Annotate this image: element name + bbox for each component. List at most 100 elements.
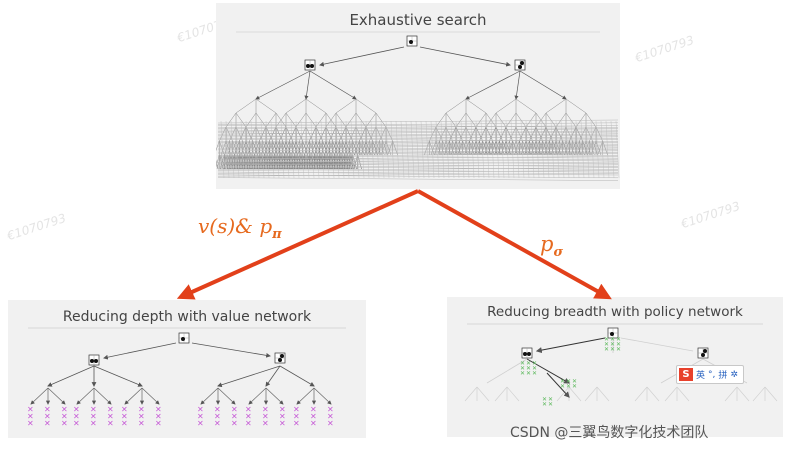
tree-edge xyxy=(429,140,435,156)
tree-edge xyxy=(315,154,320,170)
tree-edge xyxy=(449,126,457,142)
tree-edge xyxy=(434,140,440,156)
dense-tree-edges xyxy=(217,144,619,149)
value-leaf-mark: ✕ xyxy=(262,405,269,414)
value-leaf-mark: ✕ xyxy=(44,419,51,428)
dense-tree-edges xyxy=(470,120,475,179)
panel-title: Exhaustive search xyxy=(349,11,487,29)
ime-english-toggle[interactable]: 英 xyxy=(696,371,706,381)
tree-edge xyxy=(375,112,387,128)
value-leaf-mark: ✕ xyxy=(293,419,300,428)
dense-tree-edges xyxy=(250,120,255,179)
tree-edge xyxy=(764,386,778,402)
tree-edge xyxy=(465,98,487,114)
dense-tree-edges xyxy=(217,132,619,137)
dense-tree-edges xyxy=(510,120,515,179)
ime-settings-icon[interactable]: ✲ xyxy=(730,369,738,380)
tree-edge xyxy=(330,154,335,170)
value-leaf-mark: ✕ xyxy=(44,412,51,421)
tree-edge xyxy=(565,98,587,114)
tree-edge xyxy=(552,140,558,156)
tree-edge xyxy=(555,140,562,156)
tree-edge xyxy=(545,126,553,142)
tree-edge xyxy=(565,140,572,156)
tree-edge xyxy=(289,126,297,142)
watermark: €1070793 xyxy=(679,198,742,232)
tree-edge xyxy=(291,154,297,170)
tree-edge xyxy=(317,140,323,156)
tree-edge xyxy=(559,126,567,142)
tree-edge xyxy=(442,140,448,156)
dense-tree-edges xyxy=(480,120,485,179)
dense-tree-edges xyxy=(320,120,325,179)
dense-tree-edges xyxy=(405,120,410,179)
tree-edge xyxy=(550,140,557,156)
value-network-tree: ✕✕✕✕✕✕✕✕✕✕✕✕✕✕✕✕✕✕✕✕✕✕✕✕✕✕✕✕✕✕✕✕✕✕✕✕✕✕✕✕… xyxy=(27,327,346,428)
policy-leaf-mark: ✕ xyxy=(548,402,553,408)
policy-formula: pσ xyxy=(540,232,563,260)
dense-tree-edges xyxy=(350,120,355,179)
tree-edge xyxy=(544,140,550,156)
dense-tree-edges xyxy=(550,120,555,179)
value-network-panel: Reducing depth with value network ✕✕✕✕✕✕… xyxy=(8,300,366,438)
dense-tree-edges xyxy=(600,120,605,179)
tree-edge xyxy=(76,387,95,405)
value-leaf-mark: ✕ xyxy=(138,405,145,414)
tree-edge xyxy=(435,140,442,156)
ime-punctuation-toggle[interactable]: °, xyxy=(708,369,716,380)
ime-toolbar[interactable]: S 英 °, 拼 ✲ xyxy=(676,365,744,384)
tree-edge xyxy=(255,98,277,114)
tree-edge xyxy=(575,112,587,128)
tree-edge xyxy=(302,140,308,156)
tree-edge xyxy=(465,112,477,128)
policy-leaf-mark: ✕ xyxy=(610,347,615,353)
tree-edge xyxy=(506,386,520,402)
board-state-icon xyxy=(521,347,533,359)
tree-edge xyxy=(310,140,317,156)
tree-edge xyxy=(569,140,575,156)
tree-edge xyxy=(311,154,317,170)
tree-edge xyxy=(295,126,303,142)
value-leaf-mark: ✕ xyxy=(138,419,145,428)
dense-tree-edges xyxy=(217,119,619,124)
tree-edge xyxy=(452,140,458,156)
tree-edge xyxy=(445,112,457,128)
dense-tree-edges xyxy=(295,120,300,179)
tree-edge xyxy=(290,140,297,156)
tree-edge xyxy=(301,154,307,170)
dense-tree-edges xyxy=(230,120,235,179)
tree-edge xyxy=(30,387,49,405)
dense-tree-edges xyxy=(315,120,320,179)
value-leaf-mark: ✕ xyxy=(138,412,145,421)
tree-edge xyxy=(568,386,582,402)
dense-tree-edges xyxy=(395,120,400,179)
policy-leaf-mark: ✕ xyxy=(604,337,609,343)
dense-tree-edges xyxy=(535,120,540,179)
value-leaf-mark: ✕ xyxy=(327,412,334,421)
dense-tree-edges xyxy=(217,135,619,139)
value-leaf-mark: ✕ xyxy=(27,412,34,421)
value-leaf-mark: ✕ xyxy=(310,405,317,414)
dense-tree-edges xyxy=(415,120,420,179)
tree-edge xyxy=(430,140,437,156)
ime-pinyin-toggle[interactable]: 拼 xyxy=(718,371,728,381)
policy-leaf-mark: ✕ xyxy=(520,366,525,372)
dense-tree-edges xyxy=(420,120,425,179)
tree-edge xyxy=(579,126,587,142)
policy-leaf-mark: ✕ xyxy=(560,384,565,390)
dense-tree-edges xyxy=(217,167,619,171)
tree-edge xyxy=(476,386,490,402)
tree-edge xyxy=(285,140,292,156)
value-leaf-mark: ✕ xyxy=(279,412,286,421)
tree-edge xyxy=(325,154,330,170)
tree-edge xyxy=(545,98,567,114)
tree-edge xyxy=(316,154,322,170)
dense-tree-edges xyxy=(425,120,430,179)
dense-tree-edges xyxy=(400,120,405,179)
policy-leaf-mark: ✕ xyxy=(520,361,525,367)
dense-tree-edges xyxy=(615,120,620,179)
tree-edge xyxy=(439,126,447,142)
board-state-icon xyxy=(607,327,619,339)
dense-tree-edges xyxy=(217,153,619,157)
value-leaf-mark: ✕ xyxy=(107,412,114,421)
